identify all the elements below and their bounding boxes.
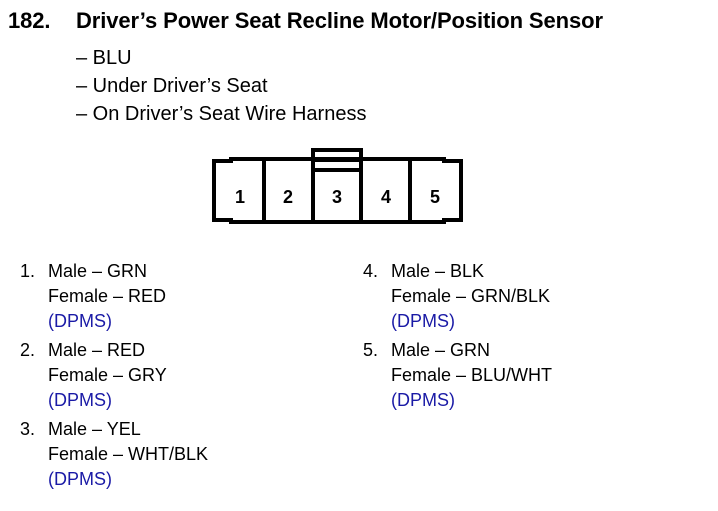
pin-label-2: 2 bbox=[283, 187, 293, 207]
pinout-female: Female – RED bbox=[48, 286, 167, 306]
pinout-female: Female – GRY bbox=[48, 365, 167, 385]
title-text: Driver’s Power Seat Recline Motor/Positi… bbox=[76, 8, 603, 33]
pinout-note: (DPMS) bbox=[48, 390, 112, 410]
page-title: 182. Driver’s Power Seat Recline Motor/Po… bbox=[8, 8, 603, 34]
pinout-number: 1. bbox=[20, 261, 36, 281]
pinout-number: 5. bbox=[363, 340, 379, 360]
pinout-male: Male – YEL bbox=[48, 419, 141, 439]
pinout-male: Male – GRN bbox=[391, 340, 491, 360]
pinout-number: 3. bbox=[20, 419, 36, 439]
pinout-note: (DPMS) bbox=[48, 469, 112, 489]
pinout-item-2: 2. Male – RED Female – GRY (DPMS) bbox=[20, 338, 208, 413]
pinout-note: (DPMS) bbox=[391, 311, 455, 331]
detail-harness: – On Driver’s Seat Wire Harness bbox=[76, 103, 367, 125]
pinout-item-4: 4. Male – BLK Female – GRN/BLK (DPMS) bbox=[363, 259, 552, 334]
pin-label-4: 4 bbox=[381, 187, 391, 207]
pinout-female: Female – BLU/WHT bbox=[391, 365, 553, 385]
pinout-item-1: 1. Male – GRN Female – RED (DPMS) bbox=[20, 259, 208, 334]
pinout-male: Male – GRN bbox=[48, 261, 148, 281]
pin-label-5: 5 bbox=[430, 187, 440, 207]
pinout-column-left: 1. Male – GRN Female – RED (DPMS) 2. Mal… bbox=[20, 259, 208, 496]
title-number: 182. bbox=[8, 8, 51, 33]
pinout-male: Male – RED bbox=[48, 340, 146, 360]
pinout-item-5: 5. Male – GRN Female – BLU/WHT (DPMS) bbox=[363, 338, 552, 413]
pinout-column-right: 4. Male – BLK Female – GRN/BLK (DPMS) 5.… bbox=[363, 259, 552, 417]
pinout-number: 4. bbox=[363, 261, 379, 281]
pinout-item-3: 3. Male – YEL Female – WHT/BLK (DPMS) bbox=[20, 417, 208, 492]
pinout-female: Female – GRN/BLK bbox=[391, 286, 551, 306]
location-details: – BLU – Under Driver’s Seat – On Driver’… bbox=[76, 44, 366, 128]
pinout-number: 2. bbox=[20, 340, 36, 360]
detail-color: – BLU bbox=[76, 47, 132, 69]
pinout-note: (DPMS) bbox=[391, 390, 455, 410]
pin-label-3: 3 bbox=[332, 187, 342, 207]
pinout-note: (DPMS) bbox=[48, 311, 112, 331]
connector-diagram: 1 2 3 4 5 bbox=[212, 148, 463, 224]
detail-location: – Under Driver’s Seat bbox=[76, 75, 268, 97]
pinout-male: Male – BLK bbox=[391, 261, 485, 281]
connector-housing bbox=[212, 157, 463, 224]
pinout-female: Female – WHT/BLK bbox=[48, 444, 209, 464]
pin-label-1: 1 bbox=[235, 187, 245, 207]
